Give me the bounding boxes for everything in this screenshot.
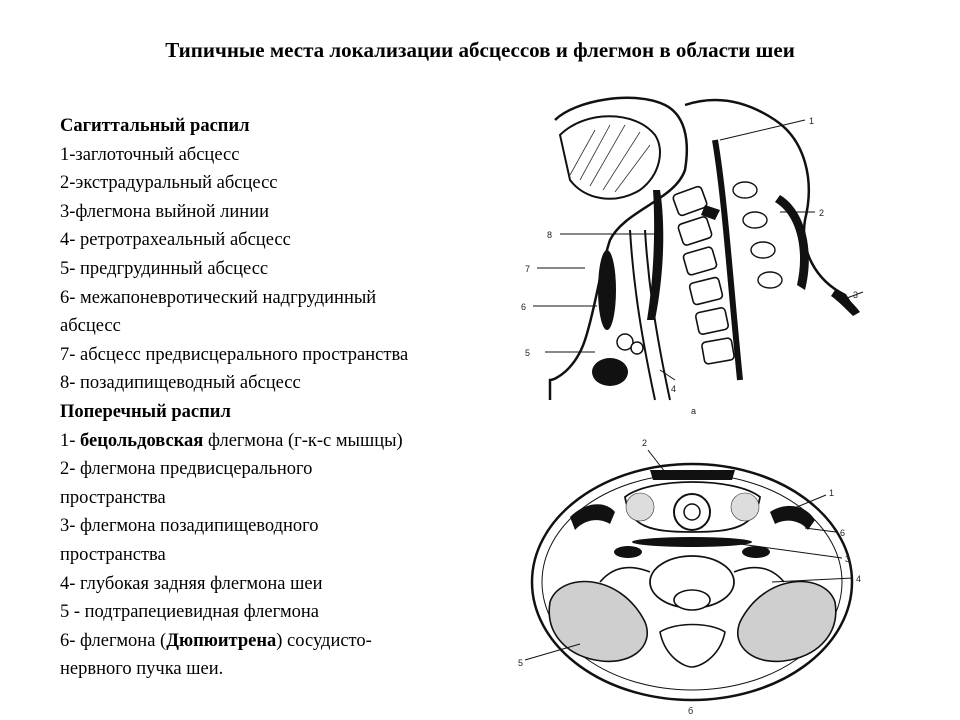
sagittal-label: 4: [671, 384, 676, 394]
sagittal-item: 6- межапоневротический надгрудинный: [60, 287, 377, 308]
sagittal-item: 4- ретротрахеальный абсцесс: [60, 230, 291, 251]
transverse-label: 4: [856, 574, 861, 584]
sagittal-label: 2: [819, 208, 824, 218]
transverse-label: 2: [642, 438, 647, 448]
transverse-label: 1: [829, 488, 834, 498]
transverse-item: 5 - подтрапециевидная флегмона: [60, 602, 320, 623]
transverse-section-figure: 1 2 3 4 5 6 б: [518, 438, 861, 716]
transverse-item-suffix: флегмона (г-к-с мышцы): [203, 430, 403, 451]
sagittal-label: 5: [525, 348, 530, 358]
transverse-item: пространства: [60, 544, 166, 565]
sagittal-heading: Сагиттальный распил: [60, 116, 250, 136]
sagittal-item: 8- позадипищеводный абсцесс: [60, 373, 301, 394]
sagittal-item: 2-экстрадуральный абсцесс: [60, 173, 278, 194]
sagittal-item: 5- предгрудинный абсцесс: [60, 258, 269, 279]
transverse-item: 6- флегмона (Дюпюитрена) сосудисто-: [60, 627, 530, 656]
transverse-label: 5: [518, 658, 523, 668]
transverse-item-prefix: 1-: [60, 430, 81, 451]
sagittal-label: 8: [547, 230, 552, 240]
transverse-item-term: Дюпюитрена: [166, 630, 277, 651]
sagittal-item: абсцесс: [60, 316, 121, 337]
transverse-item-suffix: ) сосудисто-: [276, 630, 372, 651]
slide-title: Типичные места локализации абсцессов и ф…: [165, 38, 795, 62]
sagittal-item: 1-заглоточный абсцесс: [60, 144, 240, 165]
transverse-item-term: бецольдовская: [80, 430, 204, 451]
sagittal-section-figure: 1 2 3 4 5 6 7 8 а: [521, 96, 864, 416]
transverse-heading: Поперечный распил: [60, 401, 231, 422]
legend-text: Сагиттальный распил 1-заглоточный абсцес…: [60, 112, 530, 684]
transverse-item: пространства: [60, 487, 166, 508]
transverse-label: 6: [840, 528, 845, 538]
transverse-item: 3- флегмона позадипищеводного: [60, 516, 319, 537]
sagittal-caption: а: [691, 406, 696, 416]
sagittal-item: 3-флегмона выйной линии: [60, 201, 269, 222]
sagittal-item: 7- абсцесс предвисцерального пространств…: [60, 344, 409, 365]
sagittal-label: 6: [521, 302, 526, 312]
transverse-item: 1- бецольдовская флегмона (г-к-с мышцы): [60, 427, 530, 456]
sagittal-label: 1: [809, 116, 814, 126]
transverse-item-prefix: 6- флегмона (: [60, 630, 167, 651]
transverse-item: 2- флегмона предвисцерального: [60, 459, 313, 480]
sagittal-label: 3: [853, 290, 858, 300]
transverse-label: 3: [845, 554, 850, 564]
transverse-item: 4- глубокая задняя флегмона шеи: [60, 573, 323, 594]
sagittal-label: 7: [525, 264, 530, 274]
transverse-item: нервного пучка шеи.: [60, 659, 224, 680]
transverse-caption: б: [688, 706, 693, 716]
